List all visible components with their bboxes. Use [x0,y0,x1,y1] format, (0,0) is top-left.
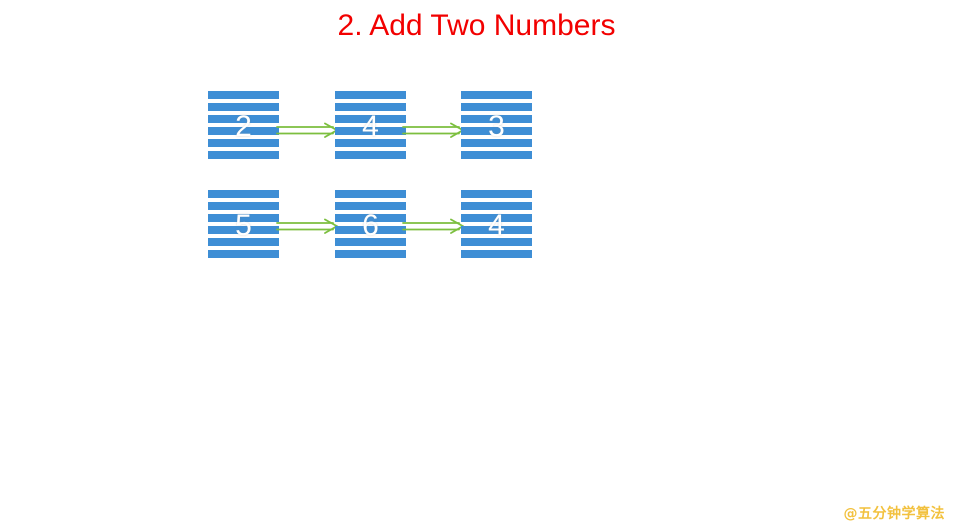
next-pointer-arrow-icon [402,218,464,234]
node-value: 4 [488,208,505,242]
next-pointer-arrow-icon [402,122,464,138]
list-node: 3 [461,91,532,159]
node-value: 3 [488,109,505,143]
list-node: 4 [461,190,532,258]
list-node: 5 [208,190,279,258]
next-pointer-arrow-icon [276,122,338,138]
node-value: 6 [362,208,379,242]
node-value: 5 [235,208,252,242]
node-value: 4 [362,109,379,143]
list-node: 4 [335,91,406,159]
next-pointer-arrow-icon [276,218,338,234]
page-title: 2. Add Two Numbers [337,9,616,42]
node-value: 2 [235,109,252,143]
watermark: @五分钟学算法 [843,506,945,522]
list-node: 2 [208,91,279,159]
list-node: 6 [335,190,406,258]
